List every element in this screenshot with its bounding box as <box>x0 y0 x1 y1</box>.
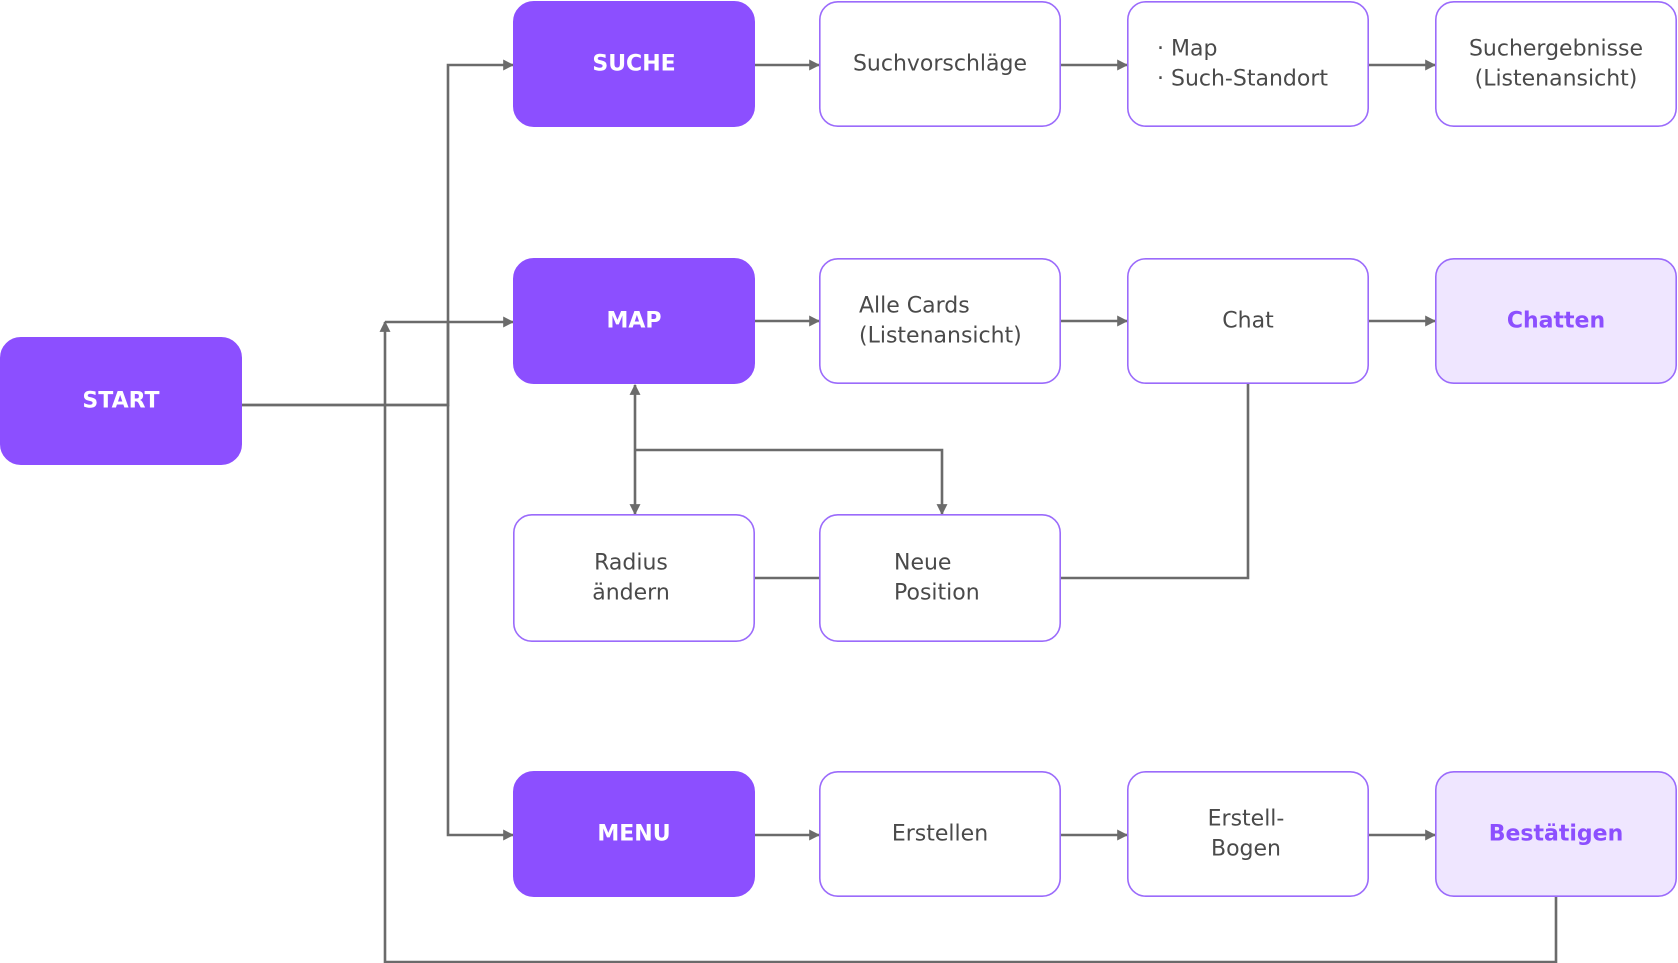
connector-line <box>242 59 515 407</box>
node-box <box>1435 257 1678 384</box>
node-box <box>512 770 755 897</box>
node-map: MAP <box>512 257 755 384</box>
node-box <box>818 0 1061 128</box>
connector-line <box>379 320 1558 963</box>
node-label: (Listenansicht) <box>859 323 1022 348</box>
node-label: Erstell- <box>1208 807 1285 832</box>
node-label: Chatten <box>1507 309 1605 334</box>
connector-line <box>1061 384 1250 580</box>
connectors <box>242 59 1558 963</box>
node-box <box>818 257 1061 384</box>
node-label: MAP <box>606 309 661 334</box>
node-box <box>1435 0 1678 128</box>
node-box <box>818 513 1061 642</box>
node-alle-cards: Alle Cards (Listenansicht) <box>818 257 1061 384</box>
node-bestaetigen: Bestätigen <box>1435 770 1678 897</box>
node-label: Suchvorschläge <box>853 52 1027 77</box>
nodes: START SUCHE MAP MENU Suchvorschläge · Map · Su… <box>0 0 1678 897</box>
node-label: Neue <box>894 551 951 576</box>
node-box <box>0 336 242 465</box>
node-label: (Listenansicht) <box>1475 66 1638 91</box>
connector-start-to-map <box>242 316 515 407</box>
connector-line <box>242 316 515 407</box>
node-label: · Map <box>1157 37 1217 62</box>
node-box <box>1127 0 1370 128</box>
connector-line <box>446 405 515 841</box>
node-erstellen: Erstellen <box>818 770 1061 897</box>
node-label: MENU <box>597 822 670 847</box>
node-box <box>1127 770 1370 897</box>
node-box <box>818 770 1061 897</box>
node-label: Erstellen <box>892 822 988 847</box>
node-map-standort: · Map · Such-Standort <box>1127 0 1370 128</box>
node-chat: Chat <box>1127 257 1370 384</box>
node-box <box>512 0 755 128</box>
node-label: Suchergebnisse <box>1469 37 1643 62</box>
connector-start-to-menu <box>446 405 515 841</box>
node-label: START <box>82 389 159 414</box>
node-chatten: Chatten <box>1435 257 1678 384</box>
node-suchergebnisse: Suchergebnisse (Listenansicht) <box>1435 0 1678 128</box>
node-box <box>512 257 755 384</box>
node-box <box>1435 770 1678 897</box>
node-menu: MENU <box>512 770 755 897</box>
node-start: START <box>0 336 242 465</box>
connector-start-to-suche <box>242 59 515 407</box>
node-label: Radius <box>594 551 668 576</box>
node-label: Bogen <box>1211 836 1281 861</box>
node-suchvorschlaege: Suchvorschläge <box>818 0 1061 128</box>
connector-line <box>635 448 948 516</box>
connector-bestaetigen-to-map <box>379 320 1558 963</box>
node-label: Alle Cards <box>859 294 970 319</box>
node-label: ändern <box>592 580 670 605</box>
node-label: SUCHE <box>592 52 675 77</box>
node-label: Position <box>894 580 980 605</box>
connector-neue-position-to-chat <box>1061 384 1250 580</box>
connector-map-to-neue-position <box>635 448 948 516</box>
node-label: Bestätigen <box>1489 822 1624 847</box>
node-radius-aendern: Radius ändern <box>512 513 755 642</box>
node-label: Chat <box>1222 309 1274 334</box>
node-erstell-bogen: Erstell- Bogen <box>1127 770 1370 897</box>
node-suche: SUCHE <box>512 0 755 128</box>
node-label: · Such-Standort <box>1157 66 1328 91</box>
node-box <box>512 513 755 642</box>
node-box <box>1127 257 1370 384</box>
